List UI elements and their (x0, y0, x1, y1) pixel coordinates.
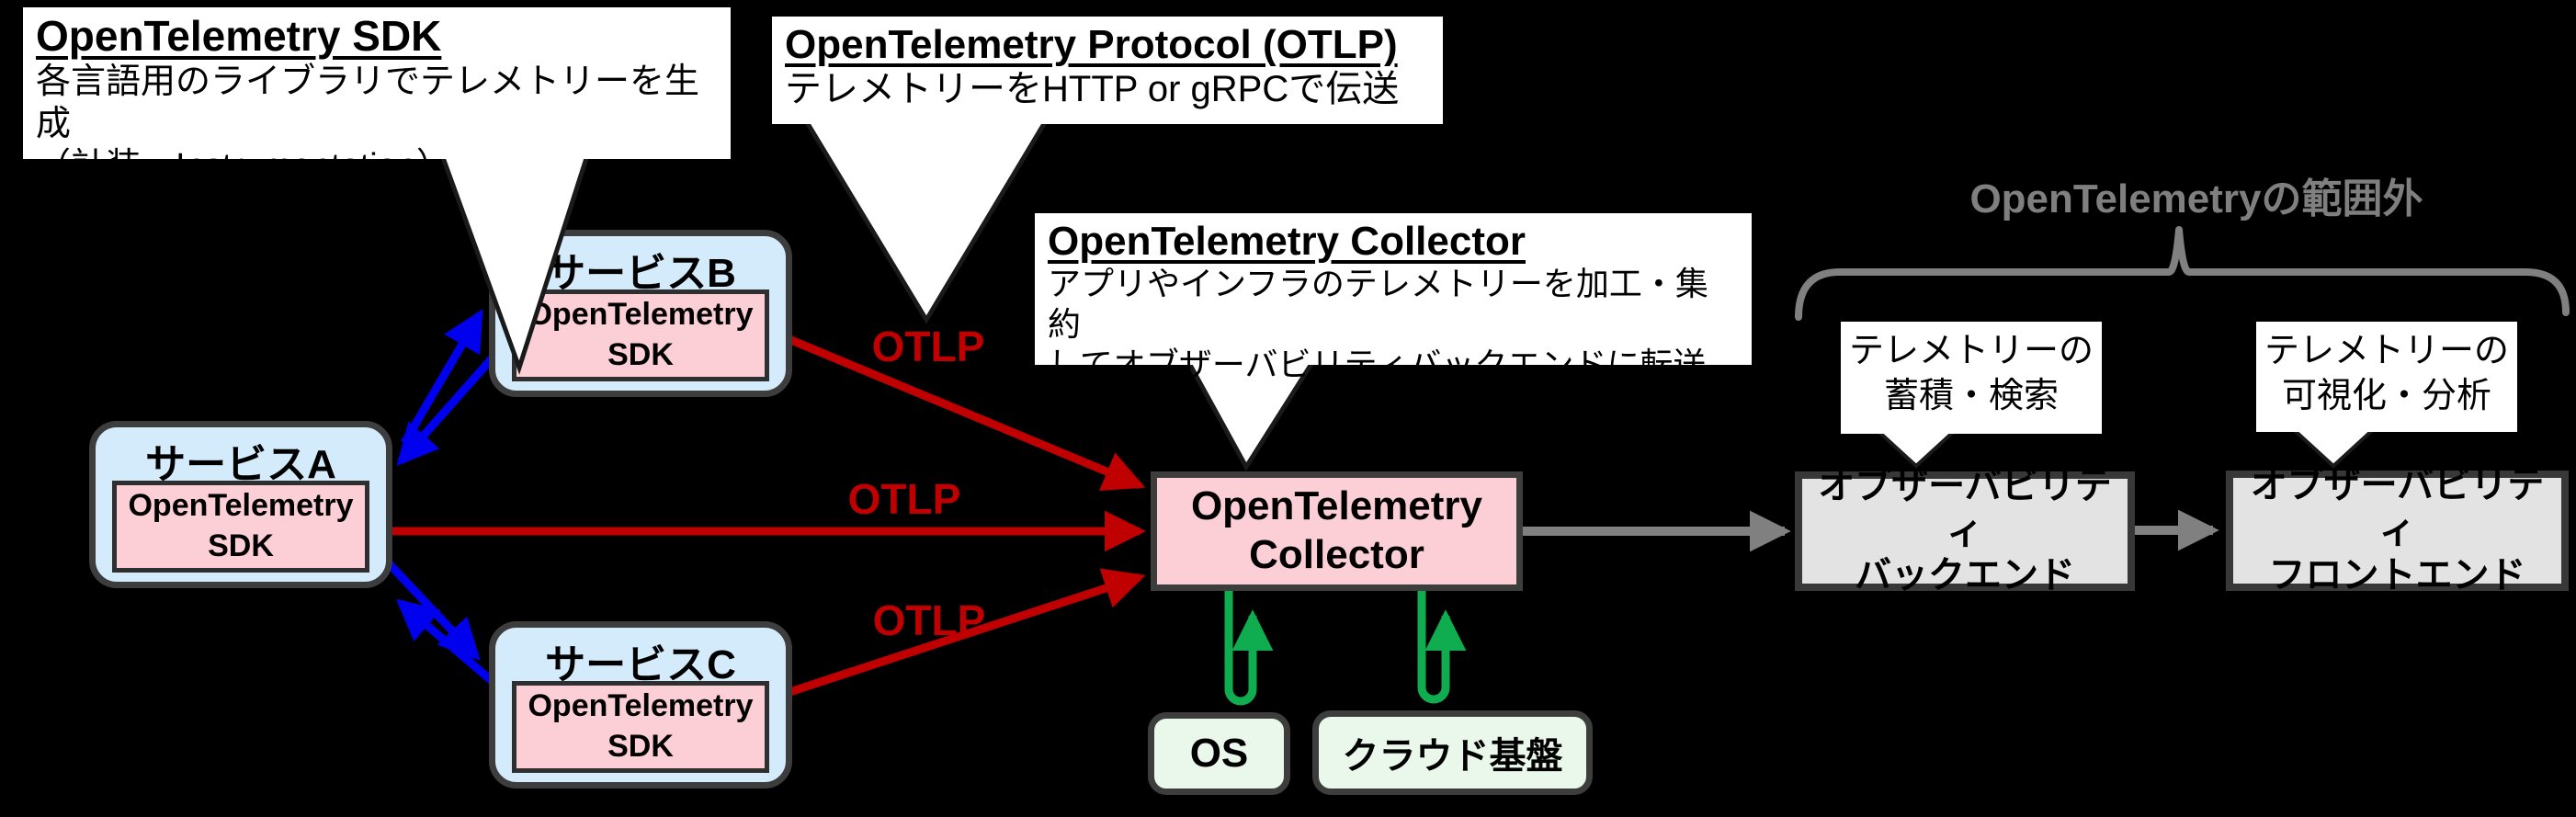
os-label: OS (1189, 731, 1249, 776)
collector-callout-title: OpenTelemetry Collector (1048, 219, 1526, 264)
sdk-callout: OpenTelemetry SDK 各言語用のライブラリでテレメトリーを生成 （… (23, 7, 731, 186)
visualization-callout-line2: 可視化・分析 (2281, 377, 2491, 416)
otlp-label-bottom: OTLP (872, 596, 986, 644)
backend-label-line2: バックエンド (1855, 555, 2075, 596)
otlp-callout-line1: テレメトリーをHTTP or gRPCで伝送 (785, 69, 1400, 110)
service-a-box: サービスA OpenTelemetry SDK (89, 421, 392, 588)
out-of-scope-brace (1795, 226, 2570, 321)
otlp-arrow-b-to-collector (763, 324, 1146, 492)
sdk-label-line1: OpenTelemetry (528, 297, 754, 333)
service-c-title: サービスC (545, 642, 736, 687)
sdk-callout-line1: 各言語用のライブラリでテレメトリーを生成 (36, 62, 700, 143)
out-of-scope-label: OpenTelemetryの範囲外 (1969, 176, 2423, 221)
collector-label-line1: OpenTelemetry (1190, 483, 1483, 529)
backend-label-line1: オブザーバビリティ (1818, 465, 2112, 551)
visualization-callout-line1: テレメトリーの (2264, 332, 2509, 370)
storage-callout-line1: テレメトリーの (1848, 332, 2094, 370)
cloud-infra-label: クラウド基盤 (1342, 736, 1563, 777)
otlp-arrow-c-to-collector (763, 568, 1146, 705)
service-a-title: サービスA (145, 442, 336, 487)
link-c-to-a-arrow (395, 598, 506, 695)
sdk-label-line1: OpenTelemetry (528, 688, 754, 724)
sdk-callout-line2: （計装、Instrumentation） (36, 147, 451, 187)
sdk-label-line2: SDK (607, 729, 674, 764)
observability-frontend-box: オブザーバビリティ フロントエンド (2226, 465, 2569, 596)
collector-callout: OpenTelemetry Collector アプリやインフラのテレメトリーを… (1035, 213, 1752, 383)
sdk-label-line2: SDK (607, 337, 674, 372)
collector-label-line2: Collector (1249, 532, 1424, 577)
otlp-label-top: OTLP (871, 323, 985, 370)
collector-box: OpenTelemetry Collector (1151, 471, 1523, 591)
collector-callout-line2: してオブザーバビリティバックエンドに転送 (1048, 346, 1707, 384)
otlp-callout-title: OpenTelemetry Protocol (OTLP) (785, 22, 1398, 67)
cloud-infra-box: クラウド基盤 (1312, 710, 1593, 795)
otlp-label-middle: OTLP (847, 475, 961, 523)
frontend-label-line1: オブザーバビリティ (2250, 465, 2545, 551)
visualization-callout-tail (2285, 425, 2382, 469)
collector-callout-line1: アプリやインフラのテレメトリーを加工・集約 (1048, 265, 1708, 344)
sdk-label-line1: OpenTelemetry (128, 488, 354, 524)
pull-arrow-cloud-to-collector (1417, 588, 1467, 704)
service-a-sdk-box: OpenTelemetry SDK (112, 481, 369, 573)
otlp-callout: OpenTelemetry Protocol (OTLP) テレメトリーをHTT… (772, 17, 1443, 124)
sdk-label-line2: SDK (208, 528, 274, 563)
storage-callout: テレメトリーの 蓄積・検索 (1841, 322, 2102, 434)
service-b-sdk-box: OpenTelemetry SDK (512, 289, 769, 381)
sdk-callout-title: OpenTelemetry SDK (36, 12, 442, 60)
otlp-callout-tail (800, 115, 1052, 324)
os-box: OS (1148, 712, 1290, 795)
service-c-sdk-box: OpenTelemetry SDK (512, 681, 769, 773)
observability-backend-box: オブザーバビリティ バックエンド (1795, 466, 2135, 596)
service-b-title: サービスB (545, 251, 736, 296)
visualization-callout: テレメトリーの 可視化・分析 (2256, 322, 2517, 432)
frontend-label-line2: フロントエンド (2268, 554, 2526, 596)
pull-arrow-os-to-collector (1224, 588, 1274, 706)
service-c-box: サービスC OpenTelemetry SDK (489, 621, 792, 789)
storage-callout-line2: 蓄積・検索 (1883, 377, 2059, 416)
service-b-box: サービスB OpenTelemetry SDK (489, 230, 792, 397)
